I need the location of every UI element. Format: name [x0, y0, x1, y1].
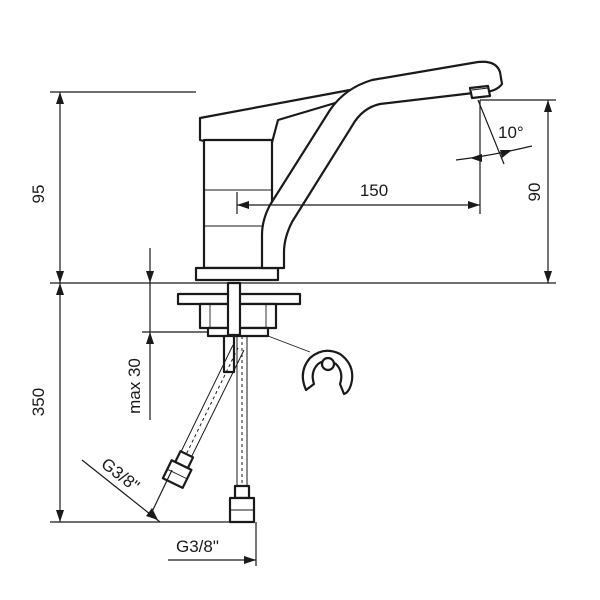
dim-label-thread-bottom: G3/8": [176, 537, 219, 556]
arrow: [237, 201, 249, 209]
arrow: [500, 150, 512, 158]
dim-label-95: 95: [29, 185, 48, 204]
faucet-body: [194, 60, 504, 282]
dimension-max-30: max 30: [125, 248, 208, 420]
hose-left-edge: [185, 349, 245, 469]
arrow: [470, 154, 482, 162]
arrow: [244, 556, 256, 564]
dim-label-150: 150: [360, 181, 388, 200]
dim-label-90: 90: [525, 183, 544, 202]
arrow: [56, 92, 64, 104]
dimension-150: 150: [236, 100, 481, 214]
circlip-hole: [320, 356, 336, 372]
dimension-90: 90: [480, 99, 556, 283]
arrow: [56, 271, 64, 283]
arrow: [56, 283, 64, 295]
dimension-350: 350: [29, 283, 230, 523]
hoses: [161, 336, 256, 524]
arrow: [544, 100, 552, 112]
leader-line: [267, 335, 311, 353]
hose-left-edge: [175, 344, 234, 463]
arrow: [468, 201, 480, 209]
arrow: [146, 508, 158, 520]
arrow: [544, 271, 552, 283]
arrow: [146, 271, 154, 283]
arrow: [146, 332, 154, 344]
dimension-angle-10: 10°: [455, 99, 533, 165]
aerator-line: [471, 87, 489, 91]
hose-fitting-left: [161, 450, 195, 489]
aerator: [468, 84, 492, 100]
dim-label-max-30: max 30: [125, 358, 144, 414]
dim-label-thread-left: G3/8": [98, 454, 143, 495]
circlip: [301, 349, 354, 396]
arrow: [56, 510, 64, 522]
threaded-stud: [226, 281, 242, 337]
hose-left-braid: [180, 347, 239, 466]
dim-label-350: 350: [29, 388, 48, 416]
dimension-thread-left: G3/8": [81, 454, 173, 523]
circlip-detail: [267, 335, 354, 396]
mounting-hardware: [176, 281, 302, 374]
dimension-thread-bottom: G3/8": [168, 522, 257, 566]
leader-line: [81, 459, 161, 523]
dim-label-angle: 10°: [498, 123, 524, 142]
spout: [260, 60, 504, 270]
angle-arc: [455, 145, 533, 161]
base-ring: [194, 266, 280, 282]
extension-line: [149, 469, 173, 517]
hose-fitting-bottom: [228, 484, 256, 524]
dimension-95: 95: [29, 91, 196, 283]
